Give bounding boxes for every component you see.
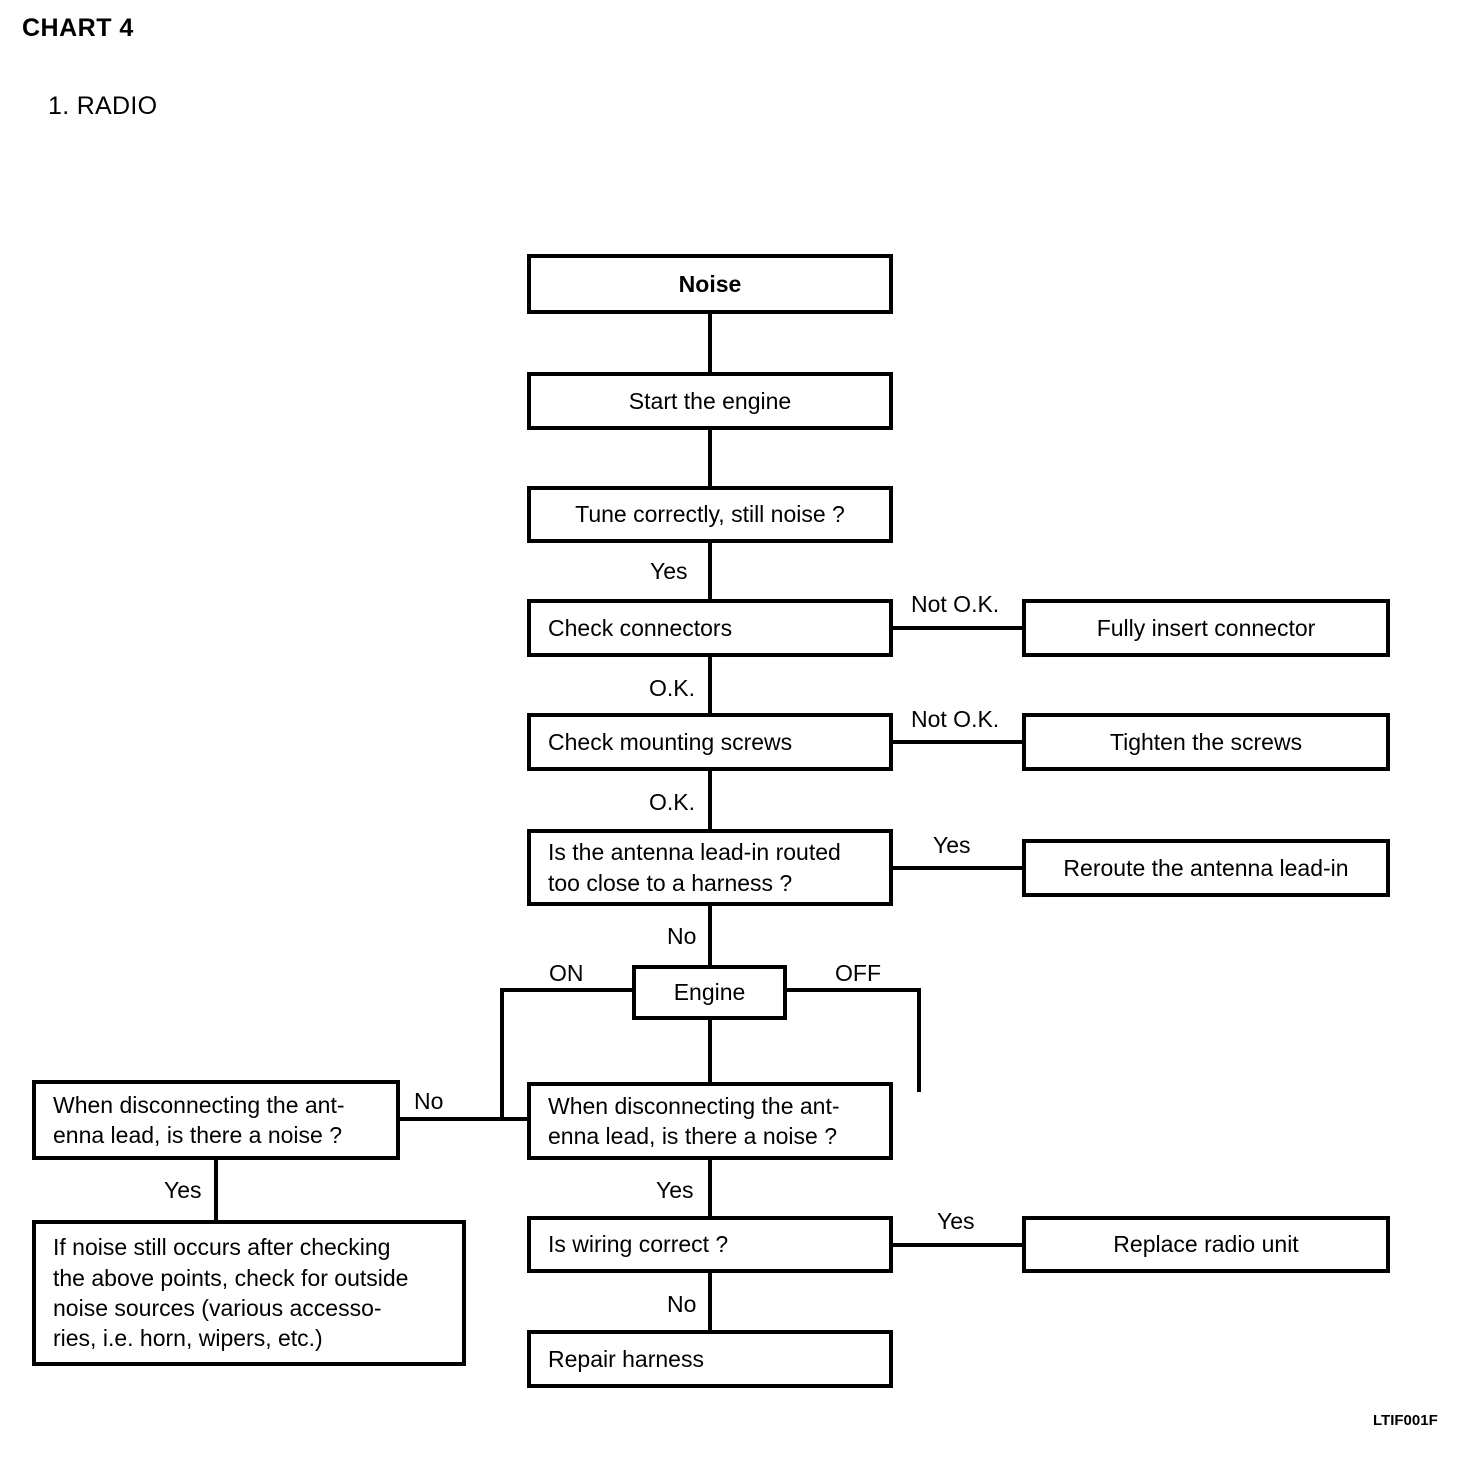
node-repair-harness[interactable]: Repair harness bbox=[527, 1330, 893, 1388]
edge-label-no-antenna: No bbox=[667, 923, 697, 949]
edge-label-yes-wiring: Yes bbox=[937, 1208, 975, 1234]
edge-label-yes-antenna: Yes bbox=[933, 832, 971, 858]
connector-engine-off-horizontal bbox=[785, 988, 921, 992]
node-is-wiring-correct-label: Is wiring correct ? bbox=[548, 1231, 729, 1258]
node-noise[interactable]: Noise bbox=[527, 254, 893, 314]
node-tune-correctly-label: Tune correctly, still noise ? bbox=[575, 501, 845, 528]
chart-title: CHART 4 bbox=[22, 14, 134, 42]
edge-label-yes-center-disconnect: Yes bbox=[656, 1177, 694, 1203]
connector-engine-on-vertical bbox=[500, 988, 504, 1120]
connector-connectors-to-insert bbox=[891, 626, 1024, 630]
node-disconnect-antenna-left[interactable]: When disconnecting the ant- enna lead, i… bbox=[32, 1080, 400, 1160]
node-disconnect-antenna-center-label: When disconnecting the ant- enna lead, i… bbox=[548, 1092, 840, 1149]
edge-label-ok-connectors: O.K. bbox=[649, 675, 696, 701]
node-noise-label: Noise bbox=[678, 270, 742, 297]
node-tighten-the-screws-label: Tighten the screws bbox=[1109, 728, 1303, 755]
footer-code: LTIF001F bbox=[1373, 1412, 1438, 1429]
node-tighten-the-screws[interactable]: Tighten the screws bbox=[1022, 713, 1390, 771]
node-check-connectors[interactable]: Check connectors bbox=[527, 599, 893, 657]
node-disconnect-antenna-left-label: When disconnecting the ant- enna lead, i… bbox=[53, 1091, 345, 1148]
connector-connectors-to-screws bbox=[708, 655, 712, 715]
node-engine[interactable]: Engine bbox=[632, 965, 787, 1020]
connector-start-to-tune bbox=[708, 428, 712, 488]
edge-label-yes-left-disconnect: Yes bbox=[164, 1177, 202, 1203]
connector-noise-to-start bbox=[708, 312, 712, 374]
node-fully-insert-connector-label: Fully insert connector bbox=[1096, 614, 1316, 641]
connector-tune-to-connectors bbox=[708, 541, 712, 601]
connector-engine-on-horizontal bbox=[500, 988, 634, 992]
connector-engine-off-vertical bbox=[917, 988, 921, 1092]
node-is-wiring-correct[interactable]: Is wiring correct ? bbox=[527, 1216, 893, 1273]
connector-engine-to-disconnect bbox=[708, 1018, 712, 1084]
connector-wiring-to-repair bbox=[708, 1271, 712, 1331]
edge-label-engine-on: ON bbox=[549, 960, 584, 986]
node-check-connectors-label: Check connectors bbox=[548, 614, 733, 641]
connector-screws-to-tighten bbox=[891, 740, 1024, 744]
connector-no-left-to-center bbox=[398, 1117, 530, 1121]
node-repair-harness-label: Repair harness bbox=[548, 1345, 704, 1372]
node-engine-label: Engine bbox=[673, 979, 746, 1006]
node-antenna-leadin-question[interactable]: Is the antenna lead-in routed too close … bbox=[527, 829, 893, 906]
connector-disconnect-to-wiring bbox=[708, 1158, 712, 1218]
node-antenna-leadin-question-label: Is the antenna lead-in routed too close … bbox=[548, 839, 841, 896]
connector-antenna-to-engine bbox=[708, 904, 712, 967]
connector-screws-to-antenna bbox=[708, 769, 712, 831]
connector-wiring-to-replace bbox=[891, 1243, 1024, 1247]
node-replace-radio-unit[interactable]: Replace radio unit bbox=[1022, 1216, 1390, 1273]
edge-label-no-wiring: No bbox=[667, 1291, 697, 1317]
section-title: 1. RADIO bbox=[48, 92, 158, 120]
node-fully-insert-connector[interactable]: Fully insert connector bbox=[1022, 599, 1390, 657]
node-start-the-engine-label: Start the engine bbox=[628, 387, 792, 414]
edge-label-not-ok-screws: Not O.K. bbox=[911, 706, 1000, 732]
connector-left-disconnect-to-note bbox=[214, 1158, 218, 1222]
connector-antenna-to-reroute bbox=[891, 866, 1024, 870]
edge-label-no-disconnect: No bbox=[414, 1088, 444, 1114]
edge-label-not-ok-connectors: Not O.K. bbox=[911, 591, 1000, 617]
node-start-the-engine[interactable]: Start the engine bbox=[527, 372, 893, 430]
node-reroute-antenna-leadin[interactable]: Reroute the antenna lead-in bbox=[1022, 839, 1390, 897]
node-reroute-antenna-leadin-label: Reroute the antenna lead-in bbox=[1063, 854, 1349, 881]
node-outside-noise-note[interactable]: If noise still occurs after checking the… bbox=[32, 1220, 466, 1366]
node-tune-correctly[interactable]: Tune correctly, still noise ? bbox=[527, 486, 893, 543]
node-check-mounting-screws[interactable]: Check mounting screws bbox=[527, 713, 893, 771]
node-outside-noise-note-label: If noise still occurs after checking the… bbox=[53, 1234, 409, 1352]
edge-label-ok-screws: O.K. bbox=[649, 789, 696, 815]
edge-label-engine-off: OFF bbox=[835, 960, 881, 986]
edge-label-yes-tune: Yes bbox=[650, 558, 688, 584]
node-replace-radio-unit-label: Replace radio unit bbox=[1113, 1231, 1299, 1258]
node-check-mounting-screws-label: Check mounting screws bbox=[548, 728, 793, 755]
node-disconnect-antenna-center[interactable]: When disconnecting the ant- enna lead, i… bbox=[527, 1082, 893, 1160]
